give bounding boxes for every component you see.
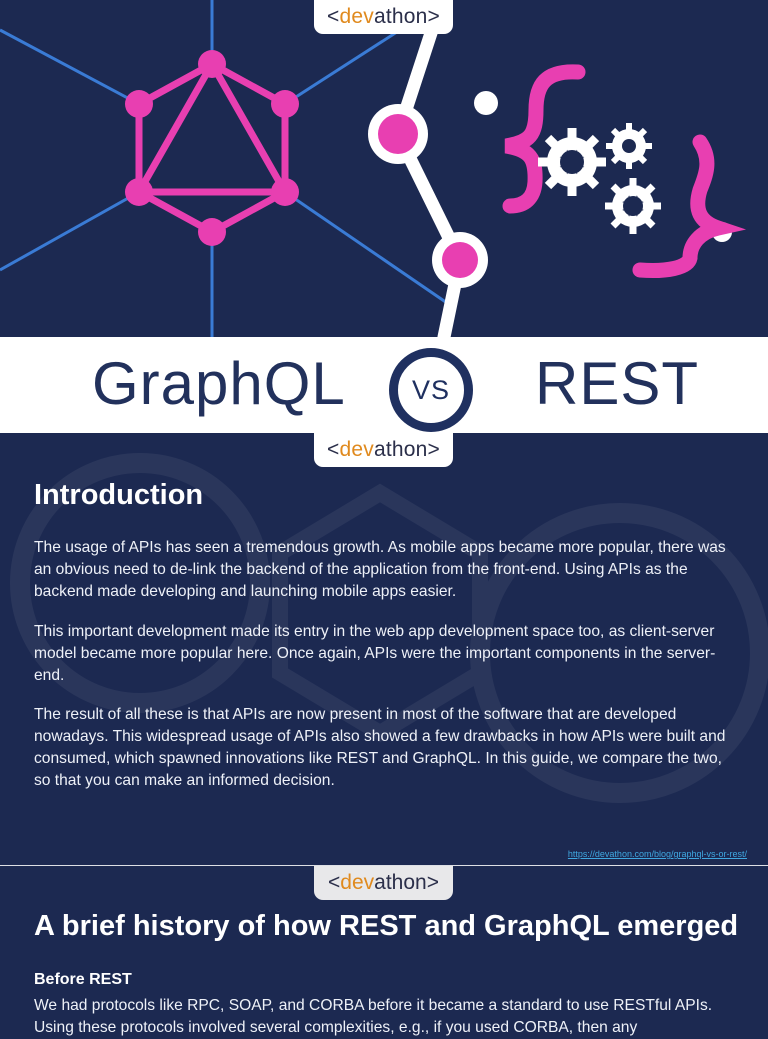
intro-paragraph-1: The usage of APIs has seen a tremendous … (34, 539, 726, 600)
history-heading: A brief history of how REST and GraphQL … (34, 910, 739, 942)
source-link[interactable]: https://devathon.com/blog/graphql-vs-or-… (567, 849, 747, 859)
page-divider (0, 865, 768, 866)
title-band: GraphQL VS REST (0, 337, 768, 433)
logo-bracket-open: < (327, 438, 340, 461)
graphql-logo-icon (125, 50, 299, 246)
logo-bracket-close: > (427, 438, 440, 461)
graphql-title: GraphQL (92, 350, 346, 417)
history-paragraph-1: We had protocols like RPC, SOAP, and COR… (34, 997, 713, 1036)
vs-label: VS (411, 374, 451, 405)
logo-dev: dev (339, 5, 374, 28)
logo-dev: dev (340, 871, 375, 894)
intro-heading: Introduction (34, 479, 204, 511)
logo-bracket-close: > (426, 871, 439, 894)
logo-dev: dev (339, 438, 374, 461)
logo-bracket-open: < (328, 871, 341, 894)
rest-title: REST (535, 350, 700, 417)
vs-badge: VS (389, 348, 473, 432)
intro-paragraph-2: This important development made its entr… (34, 623, 716, 684)
intro-paragraph-3: The result of all these is that APIs are… (34, 706, 726, 789)
logo-bracket-close: > (427, 5, 440, 28)
hero-graphic (0, 0, 747, 337)
intro-section (0, 433, 768, 864)
rest-gears-icon (474, 64, 747, 278)
background-watermark (10, 453, 768, 803)
logo-athon: athon (374, 871, 427, 894)
before-rest-subheading: Before REST (34, 971, 132, 988)
logo-athon: athon (373, 438, 428, 461)
network-lines (0, 0, 451, 337)
timeline-path (368, 23, 488, 337)
logo-bracket-open: < (327, 5, 340, 28)
logo-athon: athon (373, 5, 428, 28)
